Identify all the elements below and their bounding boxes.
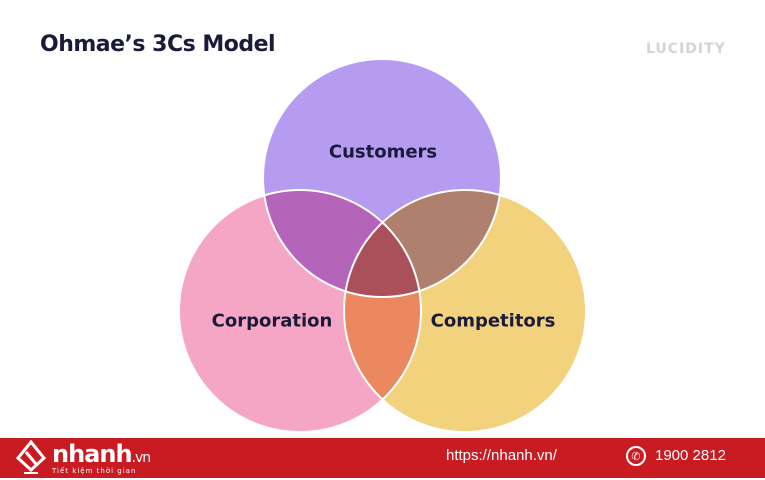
venn-diagram xyxy=(178,58,587,433)
logo-text: nhanh xyxy=(52,440,133,468)
page-title: Ohmae’s 3Cs Model xyxy=(40,32,276,57)
logo-suffix: .vn xyxy=(131,450,152,466)
label-competitors: Competitors xyxy=(430,310,556,332)
brand-logo: LUCIDITY xyxy=(646,41,726,57)
logo-tagline: Tiết kiệm thời gian xyxy=(52,467,137,475)
phone-number[interactable]: 1900 2812 xyxy=(655,447,726,464)
website-link[interactable]: https://nhanh.vn/ xyxy=(446,447,557,464)
logo-mark-icon xyxy=(15,439,47,474)
phone-icon: ✆ xyxy=(626,446,646,466)
footer-bar: nhanh.vn Tiết kiệm thời gian https://nha… xyxy=(0,438,765,478)
nhanh-logo[interactable]: nhanh.vn Tiết kiệm thời gian xyxy=(15,439,176,476)
label-customers: Customers xyxy=(328,141,438,163)
label-corporation: Corporation xyxy=(211,310,333,332)
